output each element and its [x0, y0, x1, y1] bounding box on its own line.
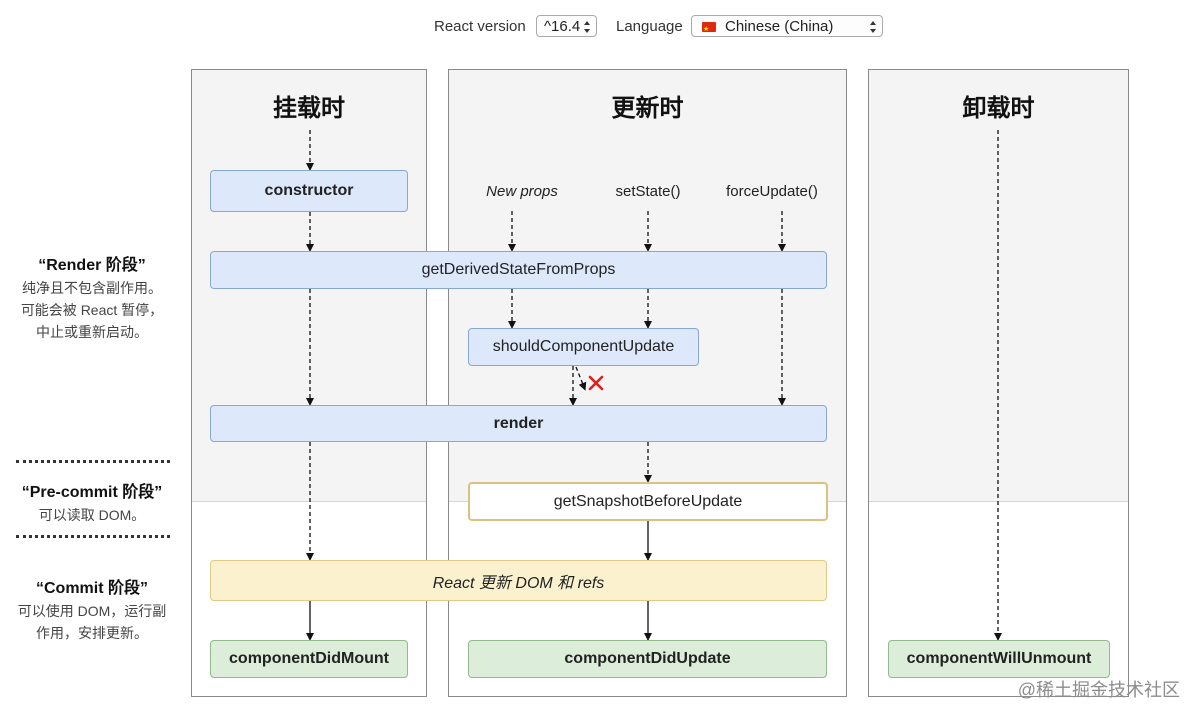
setstate-trigger: setState() [615, 183, 681, 200]
componentdidupdate-box: componentDidUpdate [468, 640, 827, 678]
language-value: Chinese (China) [725, 18, 834, 35]
commit-phase-description: 可以使用 DOM，运行副作用，安排更新。 [17, 603, 167, 641]
render-phase-title: “Render 阶段” [38, 257, 146, 274]
precommit-phase-title: “Pre-commit 阶段” [21, 484, 163, 501]
language-label: Language [616, 18, 683, 35]
precommit-phase-description: 可以读取 DOM。 [38, 507, 146, 523]
unmount-column-title: 卸载时 [962, 94, 1035, 122]
react-version-value: ^16.4 [544, 18, 581, 35]
new-props-trigger: New props [486, 183, 558, 200]
react-version-select[interactable]: ^16.4 [536, 15, 597, 37]
componentwillunmount-box: componentWillUnmount [888, 640, 1110, 678]
phase-separator [16, 535, 170, 538]
componentdidmount-box: componentDidMount [210, 640, 408, 678]
up-down-arrows-icon [870, 21, 876, 33]
watermark: @稀土掘金技术社区 [1017, 680, 1180, 700]
render-phase-description: 纯净且不包含副作用。可能会被 React 暂停，中止或重新启动。 [20, 280, 164, 340]
react-updates-dom-box: React 更新 DOM 和 refs [210, 560, 827, 601]
phase-separator [16, 460, 170, 463]
react-version-label: React version [434, 18, 526, 35]
forceupdate-trigger: forceUpdate() [726, 183, 818, 200]
mount-column-title: 挂载时 [273, 94, 345, 122]
constructor-box: constructor [210, 170, 408, 212]
getderivedstatefromprops-box: getDerivedStateFromProps [210, 251, 827, 289]
shouldcomponentupdate-box: shouldComponentUpdate [468, 328, 699, 366]
up-down-arrows-icon [584, 21, 590, 33]
commit-phase-title: “Commit 阶段” [35, 580, 148, 597]
render-box: render [210, 405, 827, 442]
update-column-title: 更新时 [611, 94, 684, 122]
getsnapshotbeforeupdate-box: getSnapshotBeforeUpdate [468, 482, 828, 521]
language-select[interactable]: Chinese (China) [691, 15, 883, 41]
arrow-shouldupdate-cancel [575, 366, 587, 391]
top-bar: React version ^16.4 Language Chinese (Ch… [0, 13, 1200, 41]
china-flag-icon [702, 19, 716, 41]
cancel-x-icon [588, 375, 604, 391]
